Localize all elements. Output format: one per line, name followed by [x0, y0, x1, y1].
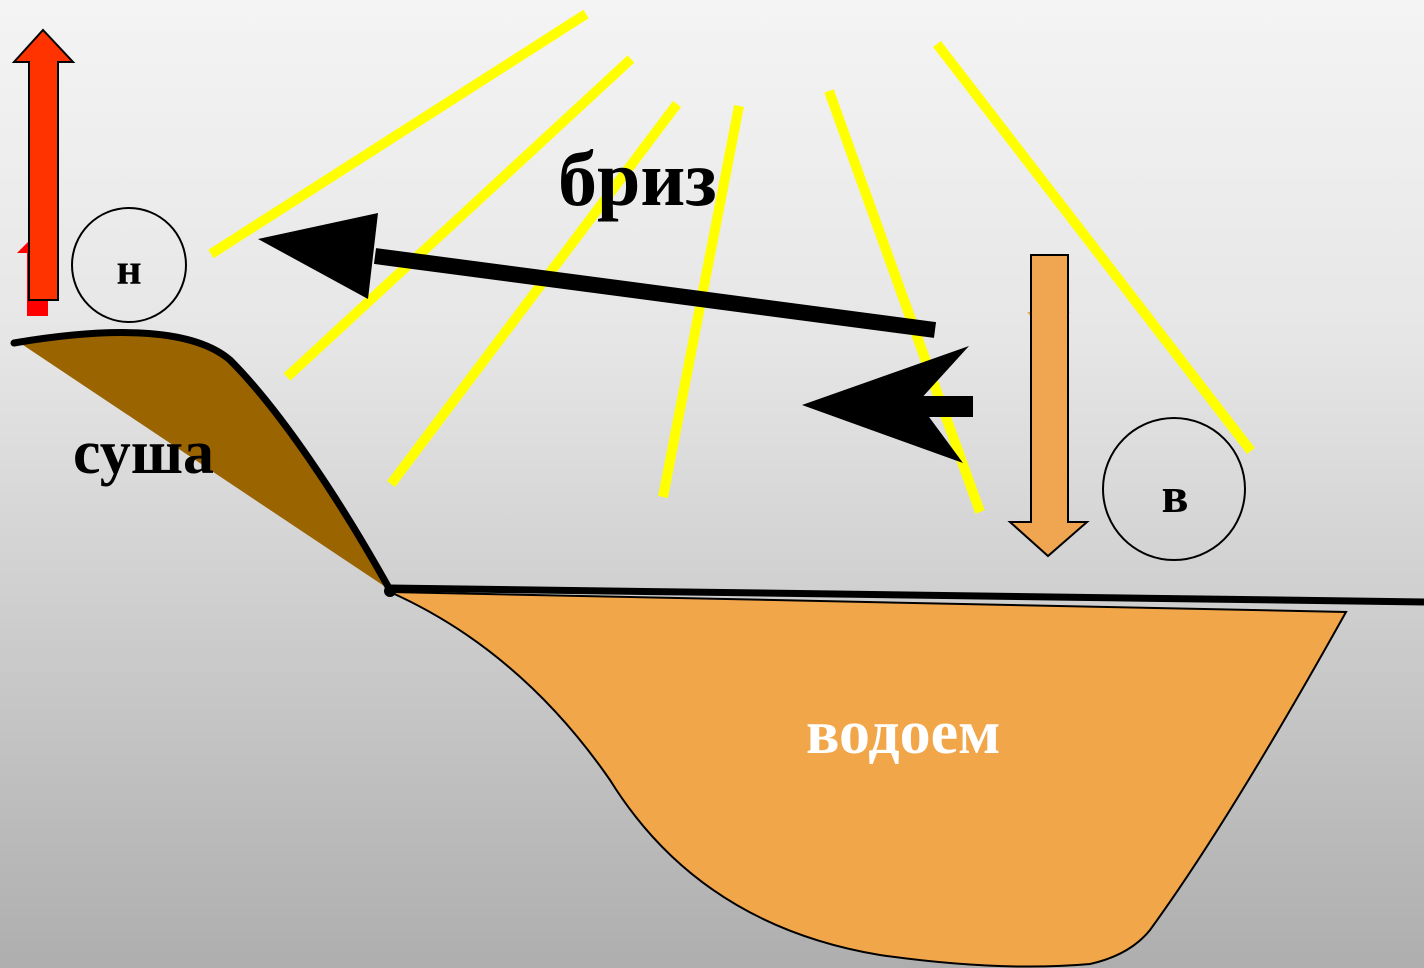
land-label: суша — [73, 419, 215, 487]
water-surface — [389, 584, 1424, 606]
high-pressure-label: в — [1161, 467, 1189, 523]
diagram-title: бриз — [558, 135, 717, 222]
sun-ray — [933, 40, 1255, 455]
sun-rays — [208, 9, 1255, 514]
sun-ray — [824, 89, 985, 514]
low-pressure-circle — [71, 207, 187, 323]
land-body — [17, 332, 390, 590]
sinking-air-arrow — [1007, 254, 1090, 558]
water-label: водоем — [806, 699, 1001, 767]
high-pressure-circle — [1102, 417, 1246, 561]
breeze-arrow-head — [258, 213, 378, 299]
shore-point — [384, 585, 396, 597]
water-body — [389, 591, 1348, 968]
breeze-arrow-shaft — [373, 248, 937, 338]
sun-ray — [208, 9, 589, 259]
low-pressure-label: н — [116, 245, 142, 294]
sun-ray — [387, 100, 681, 488]
coastline — [10, 329, 394, 594]
rising-air-arrow — [11, 28, 76, 301]
sun-ray — [283, 55, 635, 381]
wind-arrow-head — [802, 346, 969, 463]
